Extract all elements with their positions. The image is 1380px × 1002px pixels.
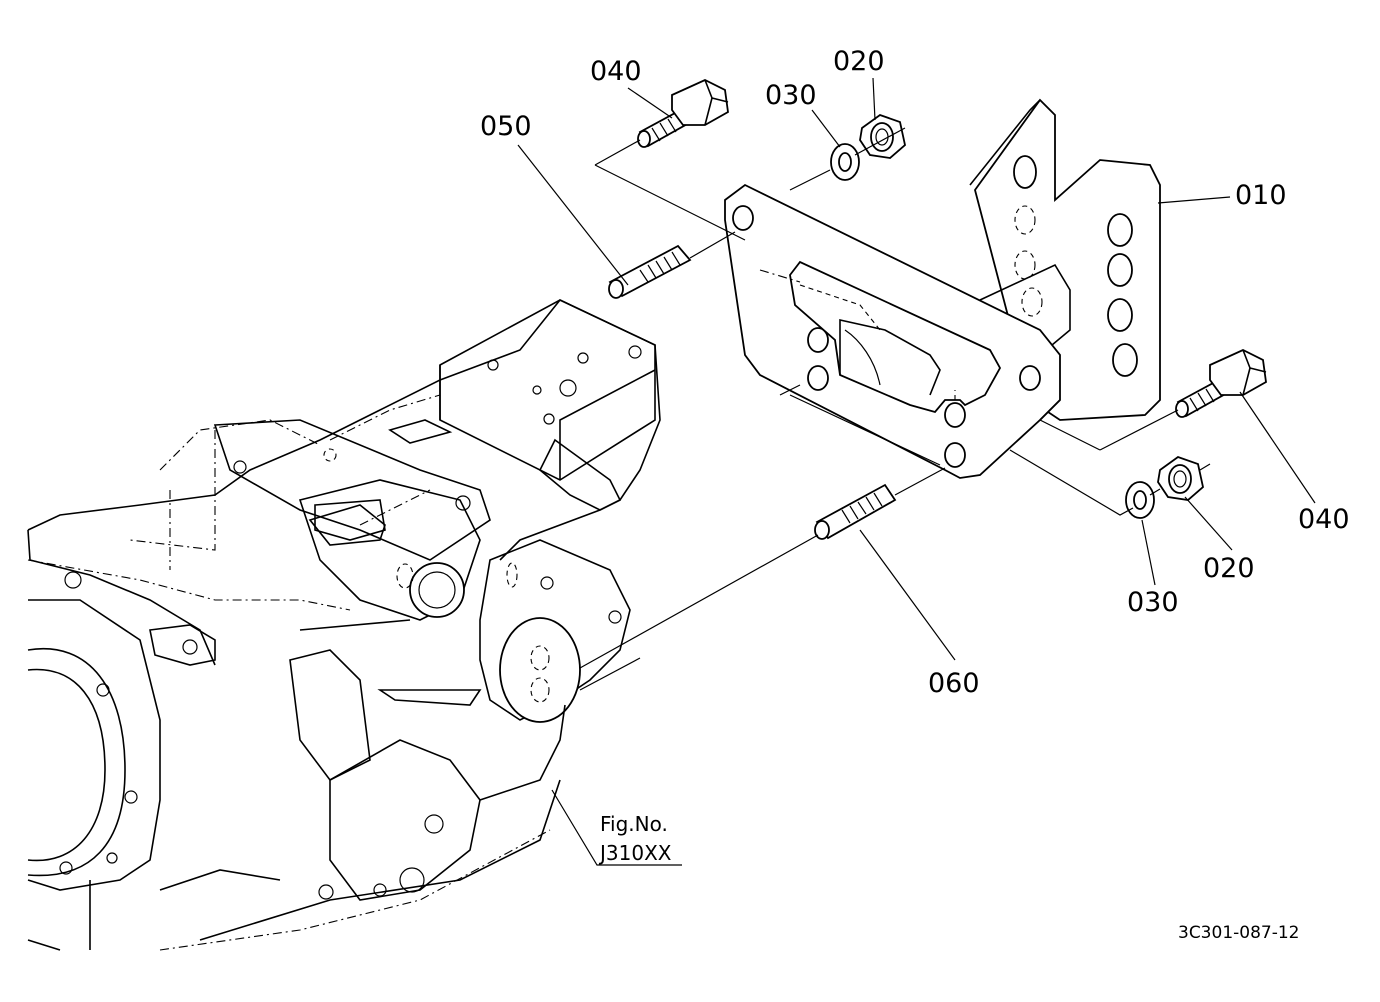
bracket-010 xyxy=(724,98,1161,479)
drawing-number: 3C301-087-12 xyxy=(1178,923,1299,943)
bolt-040-lower xyxy=(1175,349,1267,418)
label-020-lower: 020 xyxy=(1203,553,1255,584)
bolt-040-upper xyxy=(637,79,729,148)
nut-020-upper xyxy=(859,113,906,159)
label-020-upper: 020 xyxy=(833,46,885,77)
assembly-lines xyxy=(579,127,1211,691)
stud-060 xyxy=(814,483,897,540)
washer-030-upper xyxy=(830,143,860,181)
fig-ref-line1: Fig.No. xyxy=(600,812,668,836)
label-030-lower: 030 xyxy=(1127,587,1179,618)
fig-ref-line2: J310XX xyxy=(598,841,672,865)
label-040-lower: 040 xyxy=(1298,504,1350,535)
leader-lines xyxy=(517,77,1316,866)
label-060: 060 xyxy=(928,668,980,699)
label-040-upper: 040 xyxy=(590,56,642,87)
label-030-upper: 030 xyxy=(765,80,817,111)
washer-030-lower xyxy=(1125,481,1155,519)
nut-020-lower xyxy=(1157,455,1204,501)
figure-reference: Fig.No. J310XX xyxy=(598,812,672,865)
label-050: 050 xyxy=(480,111,532,142)
label-010: 010 xyxy=(1235,180,1287,211)
stud-050 xyxy=(608,244,692,299)
transmission-housing xyxy=(27,299,661,951)
part-labels: 010 020 020 030 030 040 040 050 060 xyxy=(480,46,1350,699)
